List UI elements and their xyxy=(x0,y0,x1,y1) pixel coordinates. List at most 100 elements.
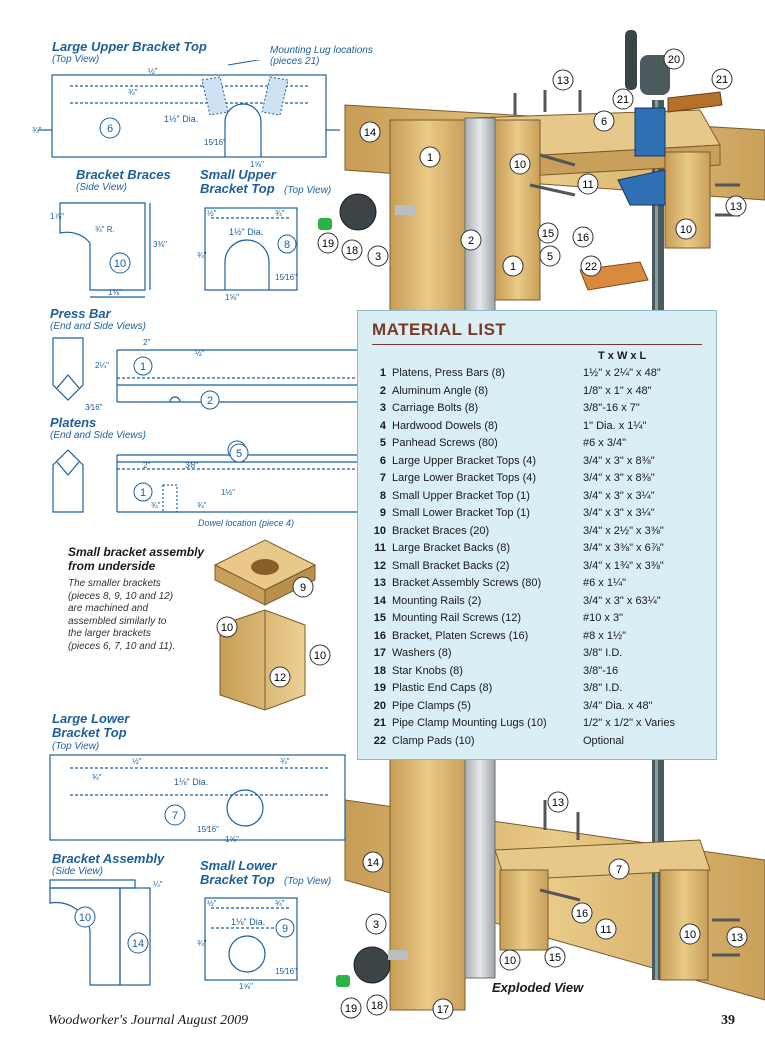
svg-text:10: 10 xyxy=(114,258,126,270)
svg-text:½": ½" xyxy=(207,899,217,908)
svg-text:10: 10 xyxy=(221,622,233,634)
svg-text:1: 1 xyxy=(510,261,516,273)
part-description: Small Bracket Backs (2) xyxy=(392,559,510,572)
small-upper-title: Small Upper xyxy=(200,167,276,182)
svg-text:15: 15 xyxy=(549,952,561,964)
exploded-callout: 11 xyxy=(577,173,599,195)
svg-text:14: 14 xyxy=(367,857,379,869)
part-size: #10 x 3" xyxy=(583,612,623,624)
part-number: 1 xyxy=(379,367,386,379)
exploded-callout: 3 xyxy=(367,245,389,267)
part-size: 3/4" x 3" x 8⅜" xyxy=(583,472,655,484)
svg-text:10: 10 xyxy=(79,912,91,924)
exploded-callout: 13 xyxy=(552,69,574,91)
svg-text:¾": ¾" xyxy=(197,251,207,260)
svg-text:1⅜": 1⅜" xyxy=(108,288,122,297)
svg-text:11: 11 xyxy=(600,924,611,936)
exploded-callout: 13 xyxy=(726,926,748,948)
svg-text:12: 12 xyxy=(274,672,286,684)
exploded-callout: 17 xyxy=(432,998,454,1020)
svg-text:18: 18 xyxy=(346,245,358,257)
svg-text:10: 10 xyxy=(504,955,516,967)
svg-text:9: 9 xyxy=(282,923,288,935)
part-description: Star Knobs (8) xyxy=(392,664,463,677)
svg-text:13: 13 xyxy=(730,201,742,213)
svg-text:18: 18 xyxy=(371,1000,383,1012)
part-description: Large Lower Bracket Tops (4) xyxy=(392,472,537,484)
svg-text:15: 15 xyxy=(542,228,554,240)
part-description: Pipe Clamps (5) xyxy=(392,699,471,712)
dowel-note: Dowel location (piece 4) xyxy=(198,518,295,528)
svg-text:15⁄16": 15⁄16" xyxy=(275,273,297,282)
svg-text:¾": ¾" xyxy=(197,501,207,510)
exploded-callout: 1 xyxy=(502,255,524,277)
part-description: Large Bracket Backs (8) xyxy=(392,542,510,554)
svg-text:¾": ¾" xyxy=(275,209,285,218)
svg-text:20: 20 xyxy=(668,54,680,66)
part-number: 22 xyxy=(373,734,386,747)
exploded-callout: 18 xyxy=(366,994,388,1016)
svg-text:¾": ¾" xyxy=(275,899,285,908)
svg-text:14: 14 xyxy=(132,938,144,950)
part-number: 8 xyxy=(379,489,386,502)
large-lower-title2: Bracket Top xyxy=(52,725,127,740)
part-number: 11 xyxy=(374,542,386,554)
small-assembly-title: Small bracket assembly xyxy=(68,545,205,559)
svg-text:21: 21 xyxy=(617,94,629,106)
exploded-callout: 15 xyxy=(537,222,559,244)
press-bar-title: Press Bar xyxy=(50,306,111,321)
part-description: Aluminum Angle (8) xyxy=(392,384,488,397)
material-list-row: 7 Large Lower Bracket Tops (4) 3/4" x 3" x… xyxy=(368,470,708,488)
exploded-callout: 14 xyxy=(362,851,384,873)
press-bar-view: (End and Side Views) xyxy=(50,321,146,332)
part-description: Bracket Braces (20) xyxy=(392,524,490,537)
footer-journal: Woodworker's Journal August 2009 xyxy=(48,1013,249,1028)
svg-text:16: 16 xyxy=(576,908,588,920)
small-assembly-illustration: 9 10 10 12 xyxy=(213,539,331,711)
svg-text:13: 13 xyxy=(557,75,569,87)
svg-text:19: 19 xyxy=(322,238,334,250)
exploded-callout: 13 xyxy=(725,195,747,217)
part-description: Mounting Rails (2) xyxy=(392,594,482,607)
part-number: 3 xyxy=(379,402,386,414)
svg-text:¾": ¾" xyxy=(151,501,161,510)
bracket-braces-view: (Side View) xyxy=(76,182,127,193)
small-upper-drawing: 8 ½" ¾" 1½" Dia. ¾" 15⁄16" 1⅝" xyxy=(197,207,298,302)
part-size: 3/4" x 3" x 8⅜" xyxy=(583,454,655,467)
part-number: 16 xyxy=(373,629,386,642)
part-number: 13 xyxy=(373,577,386,589)
part-description: Hardwood Dowels (8) xyxy=(392,419,498,432)
svg-text:2: 2 xyxy=(207,395,213,407)
svg-text:9: 9 xyxy=(300,582,306,594)
bracket-braces-drawing: 10 1⅞" ¾" R. 3⅜" 1⅜" xyxy=(50,202,167,298)
part-description: Bracket, Platen Screws (16) xyxy=(392,629,529,642)
part-number: 17 xyxy=(373,647,386,659)
bracket-assembly-title: Bracket Assembly xyxy=(52,851,165,866)
part-number: 6 xyxy=(379,454,386,467)
exploded-callout: 20 xyxy=(663,48,685,70)
svg-text:1: 1 xyxy=(140,487,146,499)
svg-text:17: 17 xyxy=(437,1004,449,1016)
part-size: Optional xyxy=(583,734,624,747)
svg-text:15⁄16": 15⁄16" xyxy=(197,825,219,834)
svg-text:1½" Dia.: 1½" Dia. xyxy=(164,114,198,124)
svg-text:¾" R.: ¾" R. xyxy=(95,225,115,234)
bracket-assembly-drawing: 10 14 ¼" xyxy=(49,879,163,986)
part-number: 5 xyxy=(379,437,386,449)
exploded-callout: 19 xyxy=(340,997,362,1019)
svg-text:3⅜": 3⅜" xyxy=(153,240,167,249)
svg-text:8: 8 xyxy=(284,239,290,251)
small-lower-title2: Bracket Top xyxy=(200,872,275,887)
svg-text:15⁄16": 15⁄16" xyxy=(275,967,297,976)
part-number: 7 xyxy=(379,472,386,484)
press-bar-drawing: 1 2 2" ½" 2¼" 3⁄16" xyxy=(52,337,360,412)
exploded-callout: 21 xyxy=(612,88,634,110)
svg-text:10: 10 xyxy=(314,650,326,662)
